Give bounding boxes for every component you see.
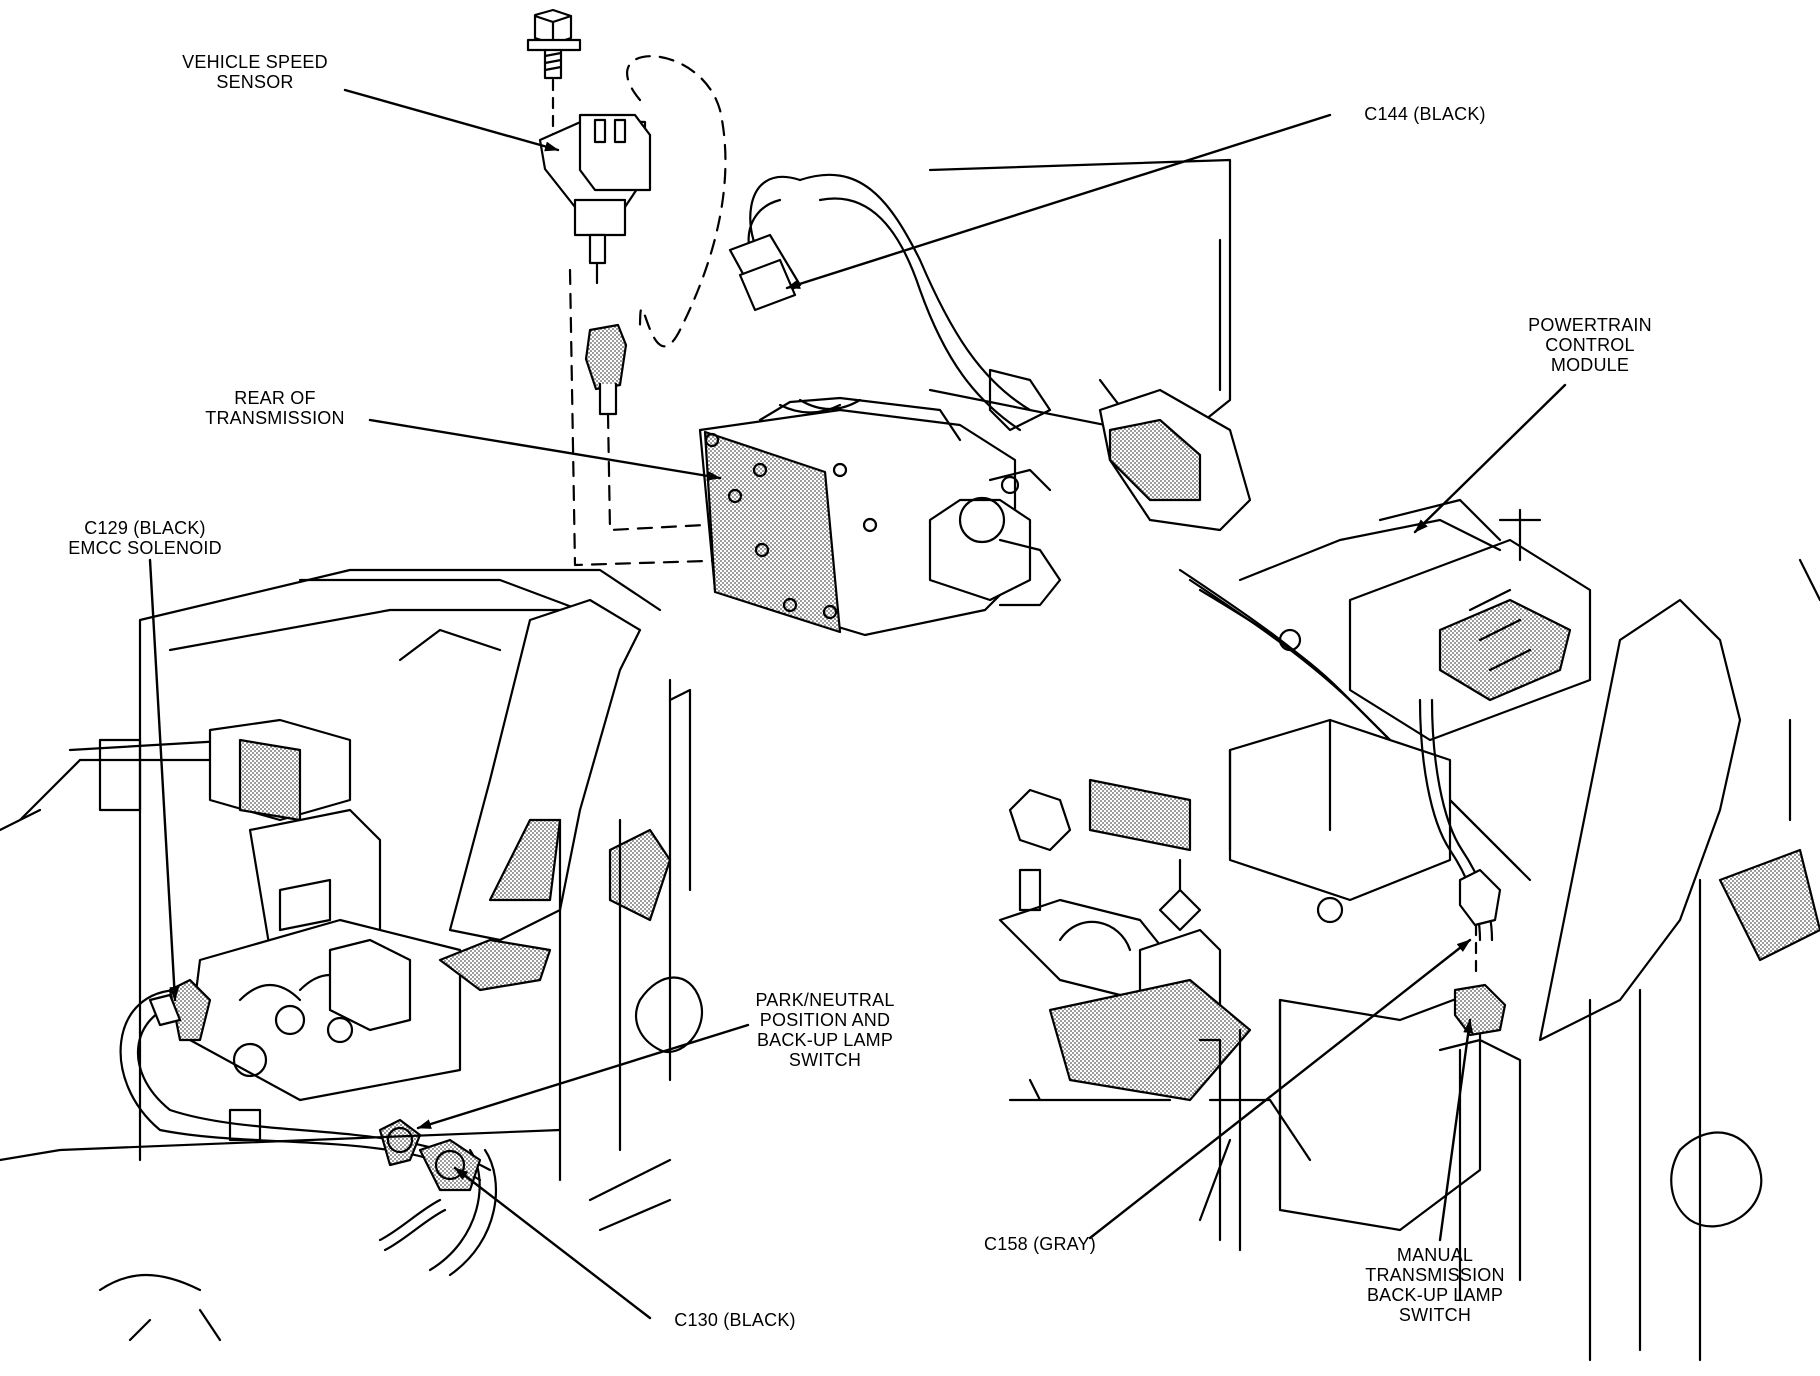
leader-lines — [148, 88, 1567, 1320]
transmission-rear-housing — [698, 396, 1062, 637]
c144-harness — [728, 158, 1252, 532]
label-c130-connector: C130 (BLACK) — [674, 1310, 796, 1330]
speed-sensor-assembly — [526, 8, 802, 567]
label-rear-of-transmission: REAR OF TRANSMISSION — [205, 388, 345, 428]
label-powertrain-control-module: POWERTRAIN CONTROL MODULE — [1528, 315, 1652, 375]
label-vehicle-speed-sensor: VEHICLE SPEED SENSOR — [182, 52, 328, 92]
right-pcm-view — [998, 498, 1820, 1362]
label-c129-emcc-solenoid: C129 (BLACK) EMCC SOLENOID — [68, 518, 222, 558]
label-c144-connector: C144 (BLACK) — [1364, 104, 1486, 124]
label-c158-connector: C158 (GRAY) — [984, 1234, 1096, 1254]
label-manual-transmission-switch: MANUAL TRANSMISSION BACK-UP LAMP SWITCH — [1365, 1245, 1505, 1325]
label-park-neutral-switch: PARK/NEUTRAL POSITION AND BACK-UP LAMP S… — [755, 990, 895, 1070]
left-engine-view — [0, 568, 703, 1342]
